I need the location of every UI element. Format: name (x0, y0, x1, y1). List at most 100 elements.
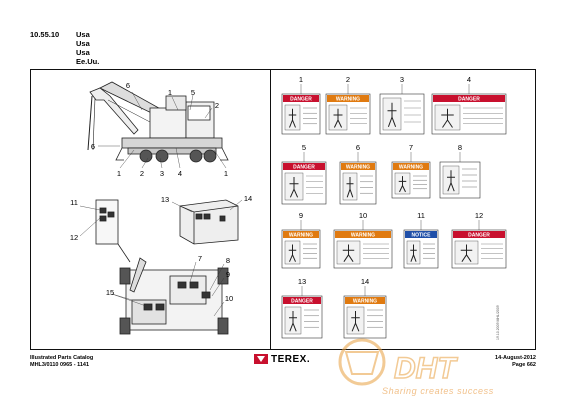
decal-signal-band (283, 95, 319, 102)
decal-signal-word: WARNING (289, 233, 313, 239)
footer-date: 14-August-2012 (495, 355, 536, 361)
cab-detail (95, 199, 131, 263)
callout-number: 2 (214, 101, 220, 110)
decal-signal-word: WARNING (336, 97, 360, 103)
machine-side-view (87, 81, 229, 163)
callout-number: 1 (116, 169, 122, 178)
callout-number: 11 (70, 198, 78, 207)
decal-signal-word: WARNING (346, 165, 370, 171)
footer-page: Page 662 (512, 362, 536, 368)
callout-number: 7 (197, 254, 203, 263)
decal-signal-band (433, 95, 505, 102)
decal-figure (351, 311, 360, 332)
callout-lines (98, 91, 227, 169)
decal-signal-word: DANGER (468, 233, 490, 239)
footer-catalog-info: Illustrated Parts Catalog MHL3/0110 0965… (30, 355, 93, 369)
decal-number: 13 (298, 277, 306, 286)
decal-3: 3 (379, 75, 425, 135)
callout-number: 4 (177, 169, 183, 178)
decal-figure (387, 102, 397, 127)
callout-number: 2 (139, 169, 145, 178)
decal-number: 4 (467, 75, 471, 84)
language-item: Usa (76, 39, 90, 48)
decal-figure (289, 177, 299, 198)
callout-number: 1 (223, 169, 229, 178)
decal-number: 7 (409, 143, 413, 152)
brand-name: TEREX. (271, 353, 311, 365)
decal-number: 10 (359, 211, 367, 220)
catalog-code: MHL3/0110 0965 - 1141 (30, 362, 90, 368)
callout-number: 1 (167, 88, 173, 97)
decal-signal-word: WARNING (399, 165, 423, 171)
decal-signal-band (341, 163, 375, 170)
callout-number: 10 (224, 294, 234, 303)
decal-number: 9 (299, 211, 303, 220)
decal-figure (289, 311, 297, 332)
decal-signal-band (405, 231, 437, 238)
decal-figure (441, 108, 454, 128)
decal-signal-band (283, 231, 319, 238)
decal-signal-band (327, 95, 369, 102)
decal-number: 12 (475, 211, 483, 220)
decal-signal-word: WARNING (351, 233, 375, 239)
decal-signal-band (453, 231, 505, 238)
decal-number: 6 (356, 143, 360, 152)
decal-number: 1 (299, 75, 303, 84)
callout-number: 15 (105, 288, 115, 297)
panel-divider (270, 69, 271, 350)
language-item: Usa (76, 48, 90, 57)
decal-signal-band (345, 297, 385, 304)
callout-number: 13 (160, 195, 170, 204)
catalog-title: Illustrated Parts Catalog (30, 355, 94, 361)
decal-signal-band (335, 231, 391, 238)
callout-number: 6 (90, 142, 96, 151)
decal-figure (288, 108, 297, 128)
decal-number: 5 (302, 143, 306, 152)
decal-figure (410, 244, 417, 262)
decal-signal-band (283, 297, 321, 304)
decal-figure (288, 244, 297, 262)
decal-signal-word: DANGER (458, 97, 480, 103)
callout-number: 12 (69, 233, 79, 242)
decal-number: 3 (400, 75, 404, 84)
decal-signal-word: DANGER (293, 165, 315, 171)
callout-number: 8 (225, 256, 231, 265)
machine-top-view (119, 257, 229, 335)
watermark-text: Sharing creates success (382, 386, 494, 396)
decal-signal-word: WARNING (353, 299, 377, 305)
language-list: Usa Usa Usa Ee.Uu. (76, 30, 99, 66)
callout-number: 14 (243, 194, 253, 203)
decal-signal-word: NOTICE (412, 233, 432, 239)
vertical-note: 19.10.2009 MHL/2009 (496, 305, 500, 340)
decal-number: 8 (458, 143, 462, 152)
decal-number: 14 (361, 277, 369, 286)
terex-logo-icon (254, 354, 268, 364)
illustration-frame (30, 69, 536, 350)
decal-signal-word: DANGER (290, 97, 312, 103)
engine-block-detail (179, 199, 239, 245)
decal-8: 8 (439, 143, 481, 199)
language-item: Ee.Uu. (76, 57, 100, 66)
decal-figure (342, 244, 355, 262)
section-code: 10.55.10 (30, 30, 60, 39)
decal-signal-word: DANGER (291, 299, 313, 305)
callout-number: 9 (225, 270, 231, 279)
decal-figure (333, 108, 343, 128)
callout-number: 6 (125, 81, 131, 90)
footer-date-page: 14-August-2012 Page 662 (495, 355, 536, 369)
decal-signal-band (283, 163, 325, 170)
callout-number: 5 (190, 88, 196, 97)
